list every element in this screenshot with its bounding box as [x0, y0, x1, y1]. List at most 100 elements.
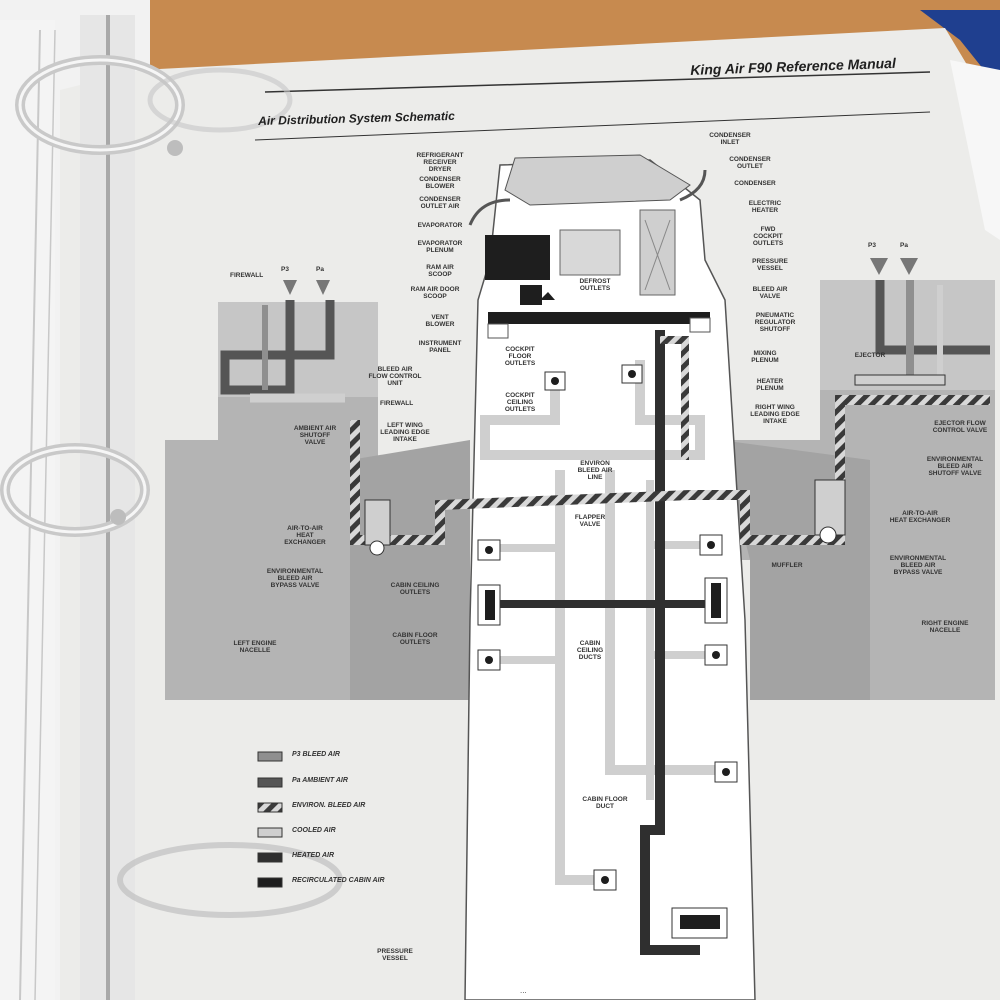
page-edge-line: [34, 29, 56, 1000]
left-pa-arrow: [316, 280, 330, 295]
label-right-engine-nacelle: RIGHT ENGINE NACELLE: [921, 620, 969, 634]
legend-swatch-environ-bleed: [257, 802, 283, 813]
label-mixing-plenum: MIXING PLENUM: [751, 350, 779, 364]
cabin-floor-duct: [640, 330, 700, 955]
label-cockpit-ceiling-outlets: COCKPIT CEILING OUTLETS: [504, 392, 536, 413]
heater-grid: [644, 219, 671, 291]
label-evaporator-plenum: EVAPORATOR PLENUM: [417, 240, 463, 254]
legend-label-recirculated: RECIRCULATED CABIN AIR: [292, 877, 385, 884]
legend-swatch-p3-bleed: [257, 751, 283, 762]
label-ejector: EJECTOR: [854, 352, 886, 359]
heater-bleed-line: [660, 336, 689, 460]
label-heater-plenum: HEATER PLENUM: [756, 378, 784, 392]
label-flapper-valve: FLAPPER VALVE: [574, 514, 606, 528]
label-electric-heater: ELECTRIC HEATER: [748, 200, 782, 214]
label-left-engine-nacelle: LEFT ENGINE NACELLE: [233, 640, 277, 654]
label-ejector-flow-control: EJECTOR FLOW CONTROL VALVE: [932, 420, 988, 434]
outlet-eyeball: [485, 546, 493, 554]
left-heat-exchanger: [364, 499, 391, 546]
label-firewall-top: FIREWALL: [230, 272, 264, 279]
legend-swatch-recirculated: [257, 877, 283, 888]
label-instrument-panel: INSTRUMENT PANEL: [418, 340, 462, 354]
cockpit-floor-outlet-right: [689, 317, 711, 333]
header-rule: [264, 71, 931, 93]
legend-label-heated: HEATED AIR: [292, 852, 334, 859]
label-right-heat-exchanger: AIR-TO-AIR HEAT EXCHANGER: [889, 510, 951, 524]
right-ejector: [854, 374, 946, 386]
left-p3-arrow: [283, 280, 297, 295]
label-condenser: CONDENSER: [734, 180, 776, 187]
label-cabin-ceiling-ducts: CABIN CEILING DUCTS: [576, 640, 604, 661]
label-fwd-cockpit-outlets: FWD COCKPIT OUTLETS: [752, 226, 784, 247]
aft-floor-outlet-grille: [680, 915, 720, 929]
cooled-air-duct-cockpit: [480, 360, 705, 460]
outlet-eyeball: [551, 377, 559, 385]
label-pressure-vessel-bottom: PRESSURE VESSEL: [377, 948, 413, 962]
label-left-heat-exchanger: AIR-TO-AIR HEAT EXCHANGER: [284, 525, 326, 546]
label-right-env-shutoff: ENVIRONMENTAL BLEED AIR SHUTOFF VALVE: [926, 456, 984, 477]
cabin-floor-outlet-left-grille: [485, 590, 495, 620]
condenser-inlet-arrow: [679, 169, 707, 202]
outlet-eyeball: [722, 768, 730, 776]
left-wing-area: [218, 302, 378, 397]
label-cabin-floor-outlets: CABIN FLOOR OUTLETS: [392, 632, 438, 646]
binder-ring-top-highlight: [18, 58, 182, 152]
label-cabin-ceiling-outlets: CABIN CEILING OUTLETS: [390, 582, 440, 596]
right-bypass-valve: [819, 526, 837, 544]
left-ambient-air-line: [220, 300, 335, 395]
label-environ-bleed-air-line: ENVIRON BLEED AIR LINE: [577, 460, 613, 481]
label-right-wing-leading-edge: RIGHT WING LEADING EDGE INTAKE: [750, 404, 800, 425]
legend-swatch-heated: [257, 852, 283, 863]
page-edge-line: [19, 29, 41, 1000]
legend-swatch-cooled: [257, 827, 283, 838]
outlet-eyeball: [707, 541, 715, 549]
label-pneumatic-regulator: PNEUMATIC REGULATOR SHUTOFF: [754, 312, 796, 333]
left-inboard-nacelle: [350, 440, 470, 700]
right-ambient-air-line: [875, 280, 990, 355]
label-bleed-air-flow-control: BLEED AIR FLOW CONTROL UNIT: [368, 366, 422, 387]
left-environ-bleed-line: [350, 420, 691, 545]
label-vent-blower: VENT BLOWER: [425, 314, 455, 328]
nose-compartment: [504, 154, 691, 206]
outlet-eyeball: [601, 876, 609, 884]
label-condenser-outlet: CONDENSER OUTLET: [729, 156, 771, 170]
binder-ring-bottom-highlight: [3, 446, 147, 534]
cockpit-floor-outlet-left: [487, 323, 509, 339]
section-rule: [254, 111, 931, 141]
defrost-outlet-arrow: [540, 292, 555, 300]
label-condenser-inlet: CONDENSER INLET: [709, 132, 751, 146]
punch-hole-top: [167, 140, 183, 156]
label-bleed-air-valve-right: BLEED AIR VALVE: [752, 286, 788, 300]
label-pressure-vessel-top: PRESSURE VESSEL: [752, 258, 788, 272]
outlet-eyeball: [628, 370, 636, 378]
label-firewall: FIREWALL: [380, 400, 414, 407]
outlet-eyeball: [712, 651, 720, 659]
label-left-wing-leading-edge: LEFT WING LEADING EDGE INTAKE: [380, 422, 430, 443]
label-cockpit-floor-outlets: COCKPIT FLOOR OUTLETS: [504, 346, 536, 367]
label-ram-air-scoop: RAM AIR SCOOP: [426, 264, 454, 278]
label-condenser-blower: CONDENSER BLOWER: [419, 176, 461, 190]
outlet-eyeball: [485, 656, 493, 664]
label-refrigerant-receiver: REFRIGERANT RECEIVER DRYER: [416, 152, 464, 173]
legend-label-p3-bleed: P3 BLEED AIR: [292, 751, 340, 758]
ring-shadow: [117, 842, 343, 918]
label-p3-left: P3: [281, 266, 289, 273]
legend-label-environ-bleed: ENVIRON. BLEED AIR: [292, 802, 366, 809]
right-heat-exchanger: [814, 479, 846, 536]
label-cabin-floor-duct: CABIN FLOOR DUCT: [582, 796, 628, 810]
left-bypass-valve: [369, 540, 385, 556]
label-ambient-air-shutoff: AMBIENT AIR SHUTOFF VALVE: [293, 425, 337, 446]
right-p3-arrow: [870, 258, 888, 275]
legend-label-ambient: Pa AMBIENT AIR: [292, 777, 348, 784]
right-pa-arrow: [900, 258, 918, 275]
label-right-bypass-valve: ENVIRONMENTAL BLEED AIR BYPASS VALVE: [889, 555, 947, 576]
label-condenser-outlet-air: CONDENSER OUTLET AIR: [419, 196, 461, 210]
label-pa-left: Pa: [316, 266, 324, 273]
label-ram-air-door: RAM AIR DOOR SCOOP: [410, 286, 460, 300]
condenser-unit: [559, 229, 621, 276]
vent-blower-unit: [520, 285, 542, 305]
label-left-bypass-valve: ENVIRONMENTAL BLEED AIR BYPASS VALVE: [266, 568, 324, 589]
ring-shadow: [147, 67, 293, 133]
cabin-floor-outlet-right-grille: [711, 583, 721, 618]
